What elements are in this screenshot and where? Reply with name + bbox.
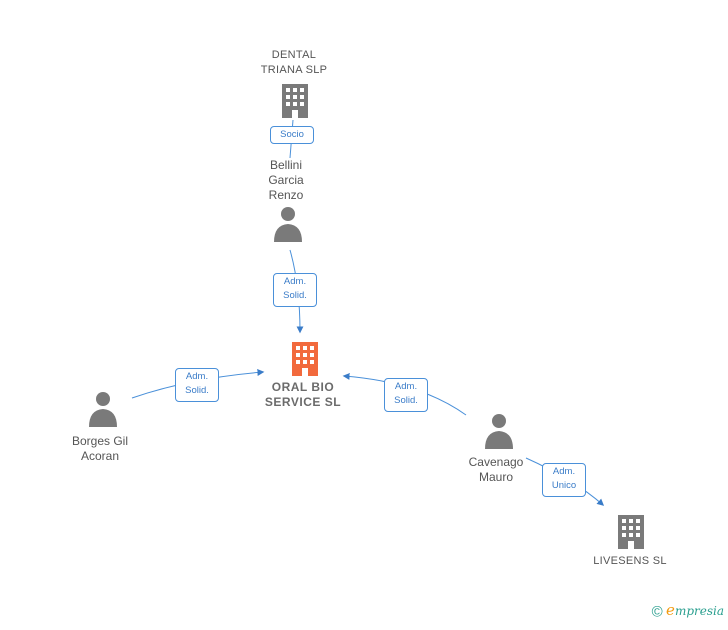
person-icon [89, 392, 117, 427]
person-icon [485, 414, 513, 449]
building-main-icon [292, 342, 318, 376]
edge-label-cavenago-livesens-adm: Adm. Unico [542, 463, 586, 497]
edge-label-bellini-adm: Adm. Solid. [273, 273, 317, 307]
edge-label-socio: Socio [270, 126, 314, 144]
company-label-oral-bio[interactable]: ORAL BIO SERVICE SL [264, 380, 342, 409]
person-label-cavenago[interactable]: Cavenago Mauro [468, 455, 524, 484]
empresia-logo[interactable]: © empresia [652, 601, 724, 620]
person-icon [274, 207, 302, 242]
person-label-borges[interactable]: Borges Gil Acoran [71, 434, 129, 463]
building-icon [282, 84, 308, 118]
person-label-bellini[interactable]: Bellini Garcia Renzo [268, 158, 304, 202]
edge-label-borges-adm: Adm. Solid. [175, 368, 219, 402]
building-icon [618, 515, 644, 549]
brand-name: mpresia [674, 603, 724, 618]
company-label-dental-triana[interactable]: DENTAL TRIANA SLP [260, 49, 328, 76]
copyright-symbol: © [651, 603, 663, 620]
edge-label-cavenago-oralbio-adm: Adm. Solid. [384, 378, 428, 412]
brand-initial: e [666, 600, 675, 619]
company-label-livesens[interactable]: LIVESENS SL [593, 555, 667, 567]
